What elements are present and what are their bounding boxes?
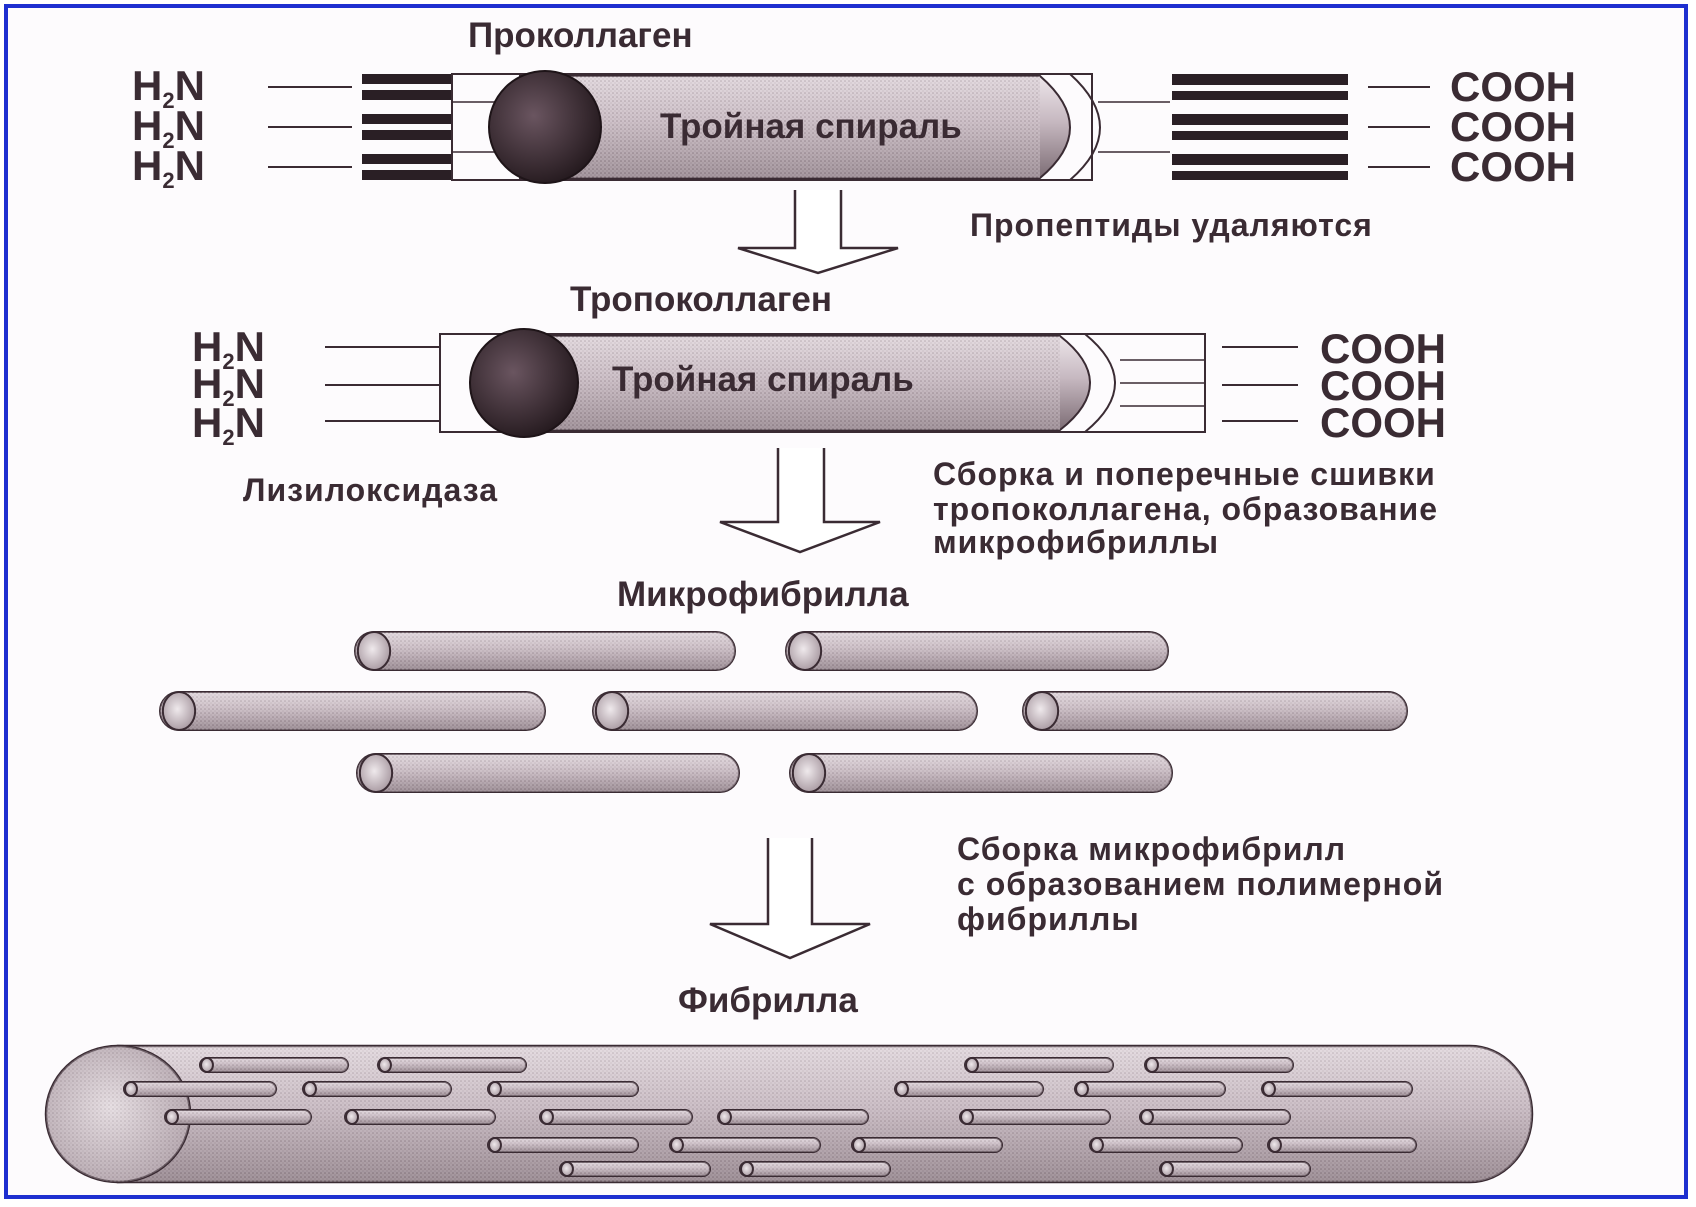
step2-caption: Сборка и поперечные сшивки тропоколлаген… xyxy=(933,456,1438,560)
microfibril-title: Микрофибрилла xyxy=(617,575,909,614)
process-arrow-1 xyxy=(738,190,898,273)
microfibril-rod xyxy=(790,754,1172,792)
microfibril-rod xyxy=(355,632,735,670)
fibril-strand xyxy=(124,1082,276,1096)
fibril-strand xyxy=(560,1162,710,1176)
tropocollagen-helix: Тройная спираль xyxy=(440,329,1205,437)
fibril-strand xyxy=(670,1138,820,1152)
step2-caption-line-1: Сборка и поперечные сшивки xyxy=(933,456,1436,492)
procollagen-c-propeptide xyxy=(1172,74,1348,180)
procollagen-helix-label: Тройная спираль xyxy=(660,107,962,146)
enzyme-label: Лизилоксидаза xyxy=(243,472,498,508)
fibril-title: Фибрилла xyxy=(678,981,858,1020)
fibril-strand xyxy=(303,1082,451,1096)
fibril-strand xyxy=(200,1058,348,1072)
microfibril-rod xyxy=(160,692,545,730)
tropocollagen-c-terminus-3: COOH xyxy=(1320,399,1446,446)
procollagen-n-propeptide xyxy=(362,74,452,180)
fibril-strand xyxy=(1160,1162,1310,1176)
microfibril-rod xyxy=(1023,692,1407,730)
tropocollagen-c-terminus-group: COOH COOH COOH xyxy=(1320,325,1446,446)
tropocollagen-n-lines xyxy=(325,347,440,421)
fibril-strand xyxy=(960,1110,1110,1124)
fibril-strand xyxy=(1090,1138,1242,1152)
fibril-strand xyxy=(345,1110,495,1124)
fibril-strand xyxy=(165,1110,311,1124)
procollagen-c-terminus-3: COOH xyxy=(1450,143,1576,190)
step3-caption: Сборка микрофибрилл с образованием полим… xyxy=(957,831,1444,937)
fibril-strand xyxy=(1262,1082,1412,1096)
step2-caption-line-2: тропоколлагена, образование xyxy=(933,491,1438,527)
step3-caption-line-2: с образованием полимерной xyxy=(957,866,1444,902)
tropocollagen-title: Тропоколлаген xyxy=(570,280,832,319)
microfibril-rod xyxy=(593,692,977,730)
fibril-strand xyxy=(488,1138,638,1152)
procollagen-helix: Тройная спираль xyxy=(452,71,1170,183)
microfibril-rod xyxy=(786,632,1168,670)
fibril-strand xyxy=(718,1110,868,1124)
procollagen-n-terminus-group: H2N H2N H2N xyxy=(132,62,205,193)
step1-caption: Пропептиды удаляются xyxy=(970,207,1373,243)
fibril-strand xyxy=(540,1110,692,1124)
process-arrow-2 xyxy=(720,448,880,552)
procollagen-c-terminus-group: COOH COOH COOH xyxy=(1450,63,1576,190)
step3-caption-line-3: фибриллы xyxy=(957,901,1140,937)
fibril-strand xyxy=(1268,1138,1416,1152)
procollagen-title: Проколлаген xyxy=(468,16,693,55)
microfibril-rod xyxy=(357,754,739,792)
fibril-strand xyxy=(895,1082,1043,1096)
process-arrow-3 xyxy=(710,838,870,958)
fibril-strand xyxy=(1145,1058,1293,1072)
fibril-strand xyxy=(488,1082,638,1096)
fibril-strand xyxy=(1075,1082,1225,1096)
fibril-strand xyxy=(852,1138,1002,1152)
step3-caption-line-1: Сборка микрофибрилл xyxy=(957,831,1346,867)
fibril-strand xyxy=(378,1058,526,1072)
fibril xyxy=(46,1046,1532,1182)
tropocollagen-helix-label: Тройная спираль xyxy=(612,360,914,399)
microfibril-rods xyxy=(160,632,1407,792)
fibril-strand xyxy=(1140,1110,1290,1124)
fibril-strand xyxy=(740,1162,890,1176)
tropocollagen-n-terminus-group: H2N H2N H2N xyxy=(192,323,265,450)
fibril-strand xyxy=(965,1058,1113,1072)
tropocollagen-c-lines xyxy=(1222,347,1298,421)
step2-caption-line-3: микрофибриллы xyxy=(933,524,1219,560)
procollagen-c-lines xyxy=(1368,87,1430,167)
procollagen-n-lines xyxy=(268,87,352,167)
